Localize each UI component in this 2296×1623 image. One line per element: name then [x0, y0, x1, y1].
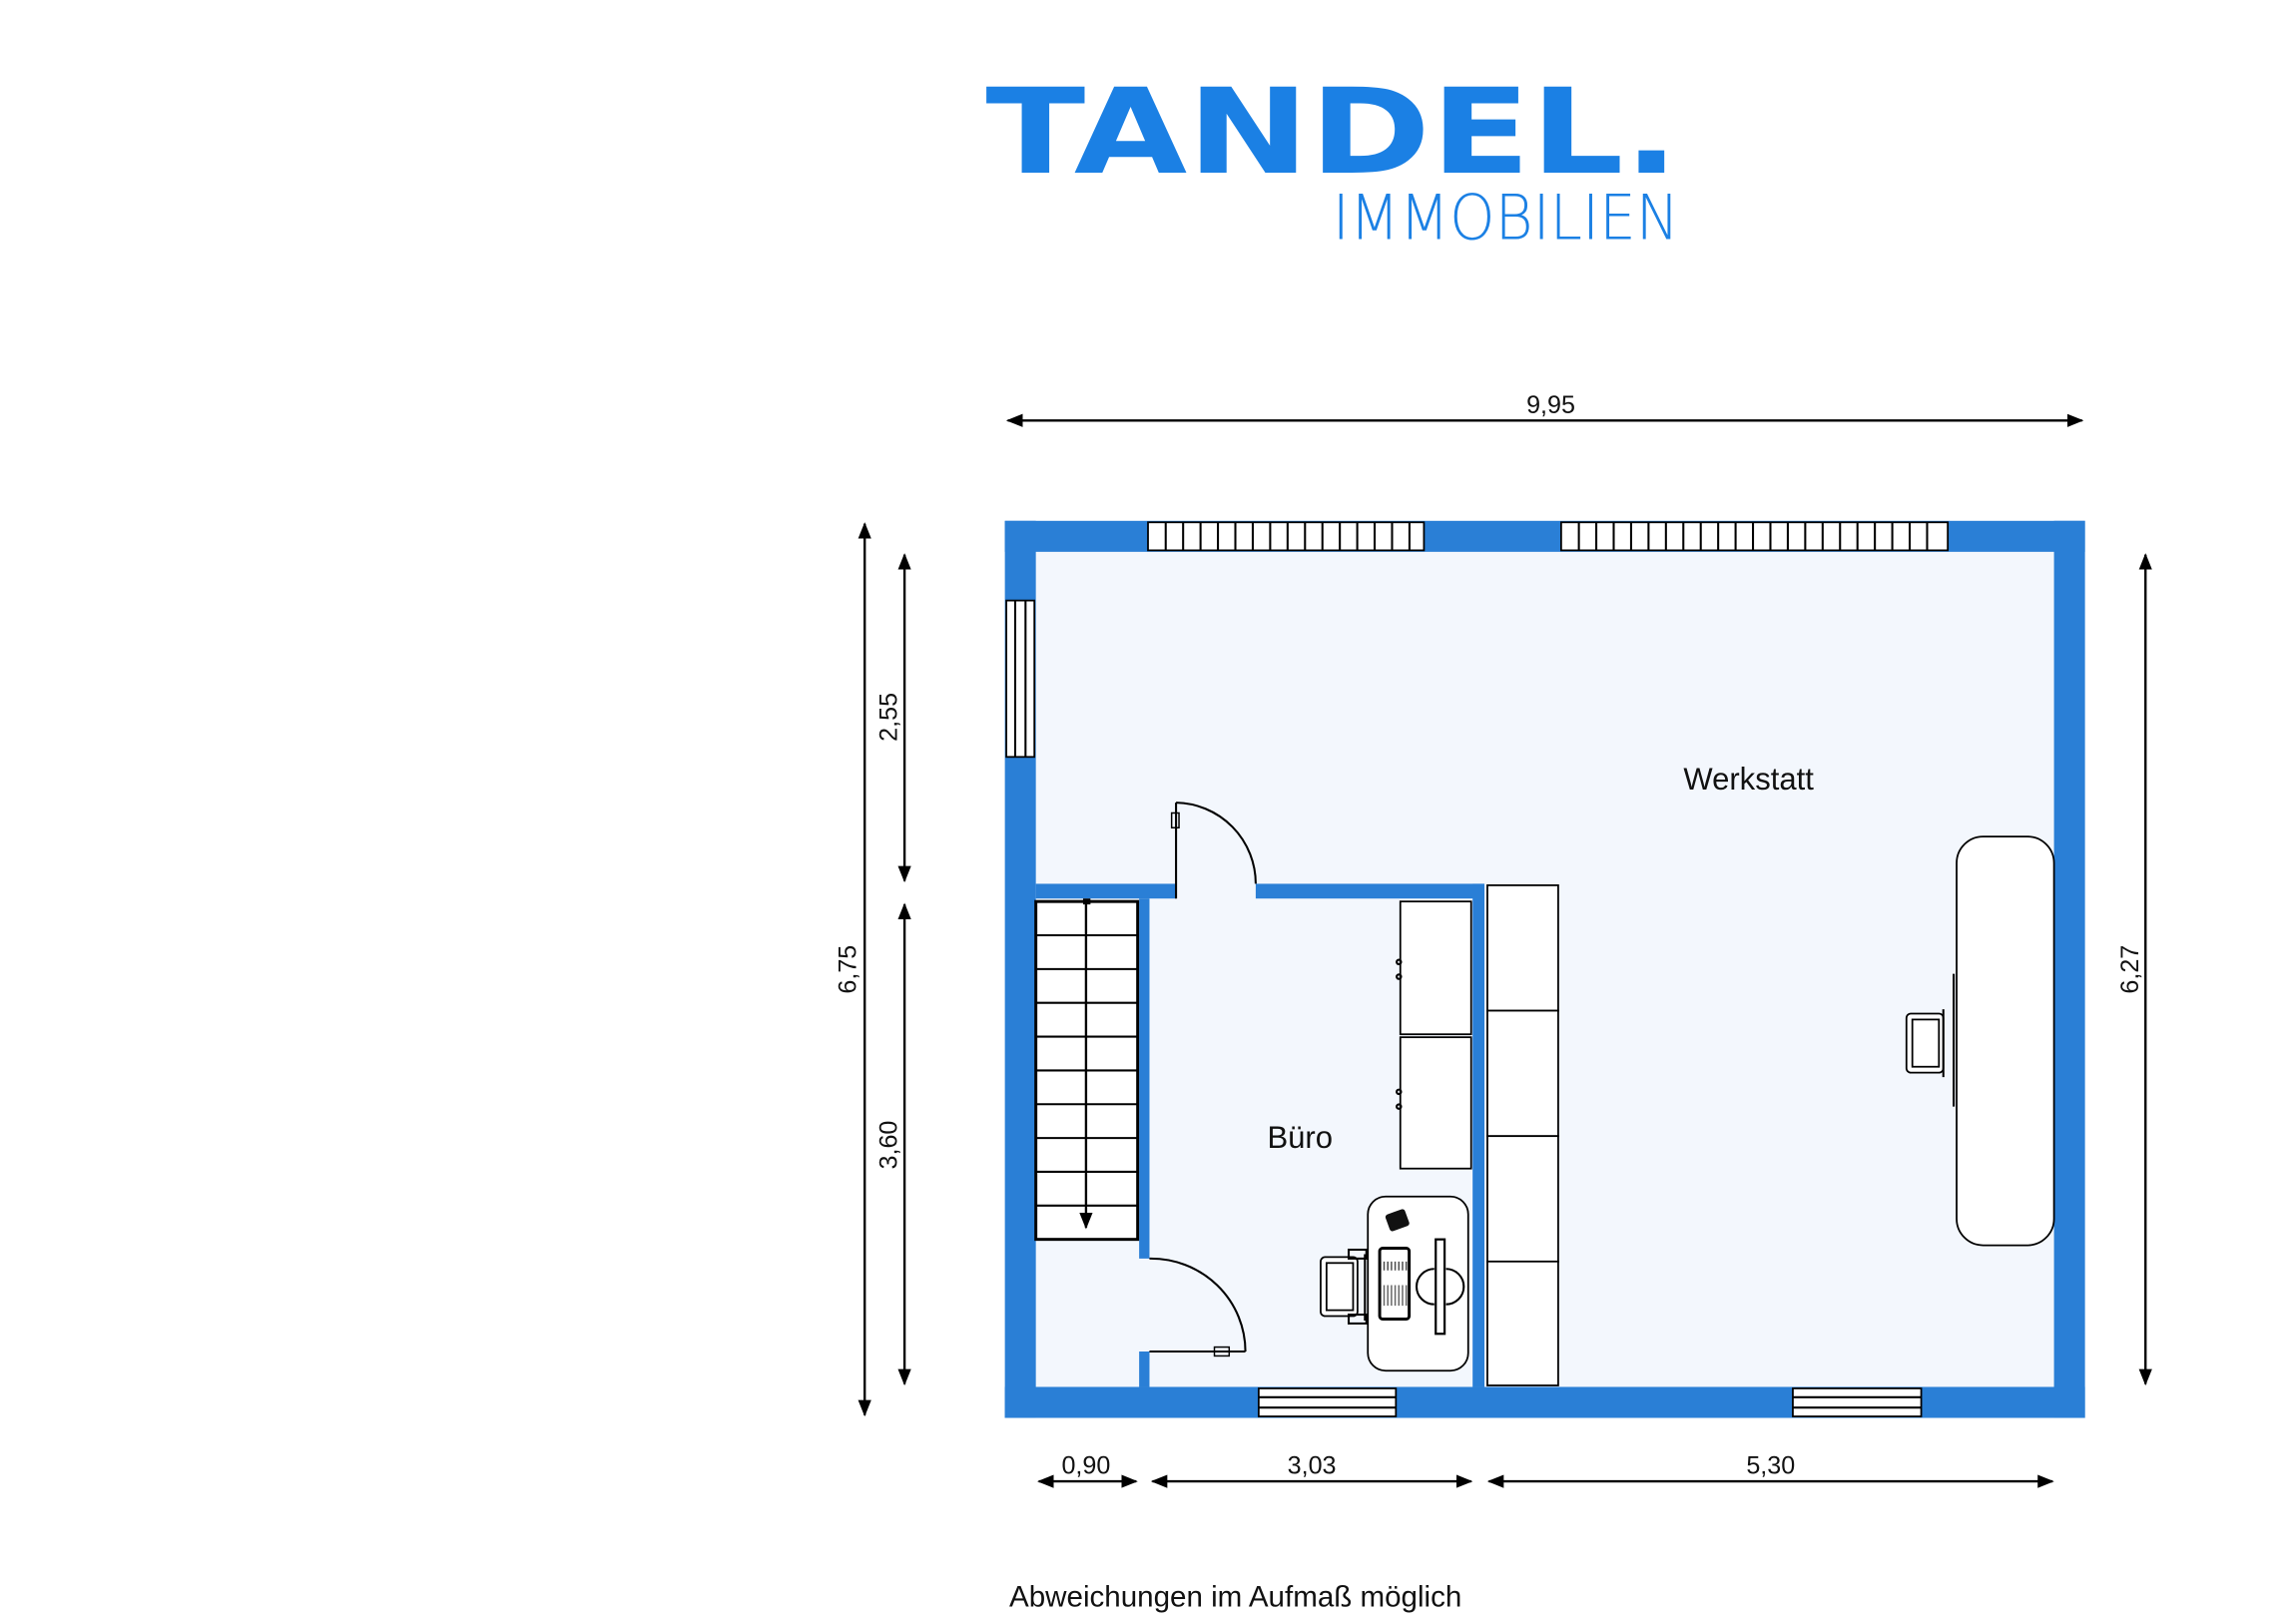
keyboard [1378, 1247, 1412, 1321]
logo-subtitle: IMMOBILIEN [1333, 181, 1679, 254]
logo-brand: TANDEL. [985, 63, 1679, 201]
room-label-office: Büro [1267, 1120, 1333, 1155]
window-top-right [1559, 521, 1950, 552]
logo: TANDEL. IMMOBILIEN [985, 63, 1679, 255]
interior-walls [1035, 883, 1485, 1387]
window-left [1005, 599, 1036, 759]
staircase [1034, 898, 1140, 1242]
dim-right-height: 6,27 [2116, 945, 2144, 994]
mouse-pad [1385, 1209, 1410, 1232]
monitor [1435, 1238, 1446, 1336]
window-top-left [1147, 521, 1426, 552]
window-bottom-right [1792, 1387, 1923, 1417]
office-chair [1320, 1248, 1368, 1325]
door-workshop-office [1170, 802, 1257, 899]
dim-upper-left: 2,55 [875, 693, 903, 742]
footer-note: Abweichungen im Aufmaß möglich [1009, 1581, 1461, 1614]
workshop-cabinets [1486, 884, 1559, 1386]
workshop-chair [1905, 1009, 1945, 1078]
door-office-hall [1149, 1257, 1247, 1357]
office-desk [1367, 1195, 1469, 1372]
dim-bottom-1: 0,90 [1061, 1452, 1110, 1480]
dim-total-width: 9,95 [1526, 391, 1575, 419]
office-cabinets [1396, 900, 1472, 1170]
window-bottom-left [1257, 1387, 1398, 1417]
dim-bottom-2: 3,03 [1288, 1452, 1337, 1480]
dim-lower-left: 3,60 [875, 1121, 903, 1170]
dim-total-height-left: 6,75 [834, 945, 861, 994]
room-label-workshop: Werkstatt [1683, 762, 1814, 797]
dim-bottom-3: 5,30 [1746, 1452, 1795, 1480]
workshop-table [1953, 835, 2055, 1247]
